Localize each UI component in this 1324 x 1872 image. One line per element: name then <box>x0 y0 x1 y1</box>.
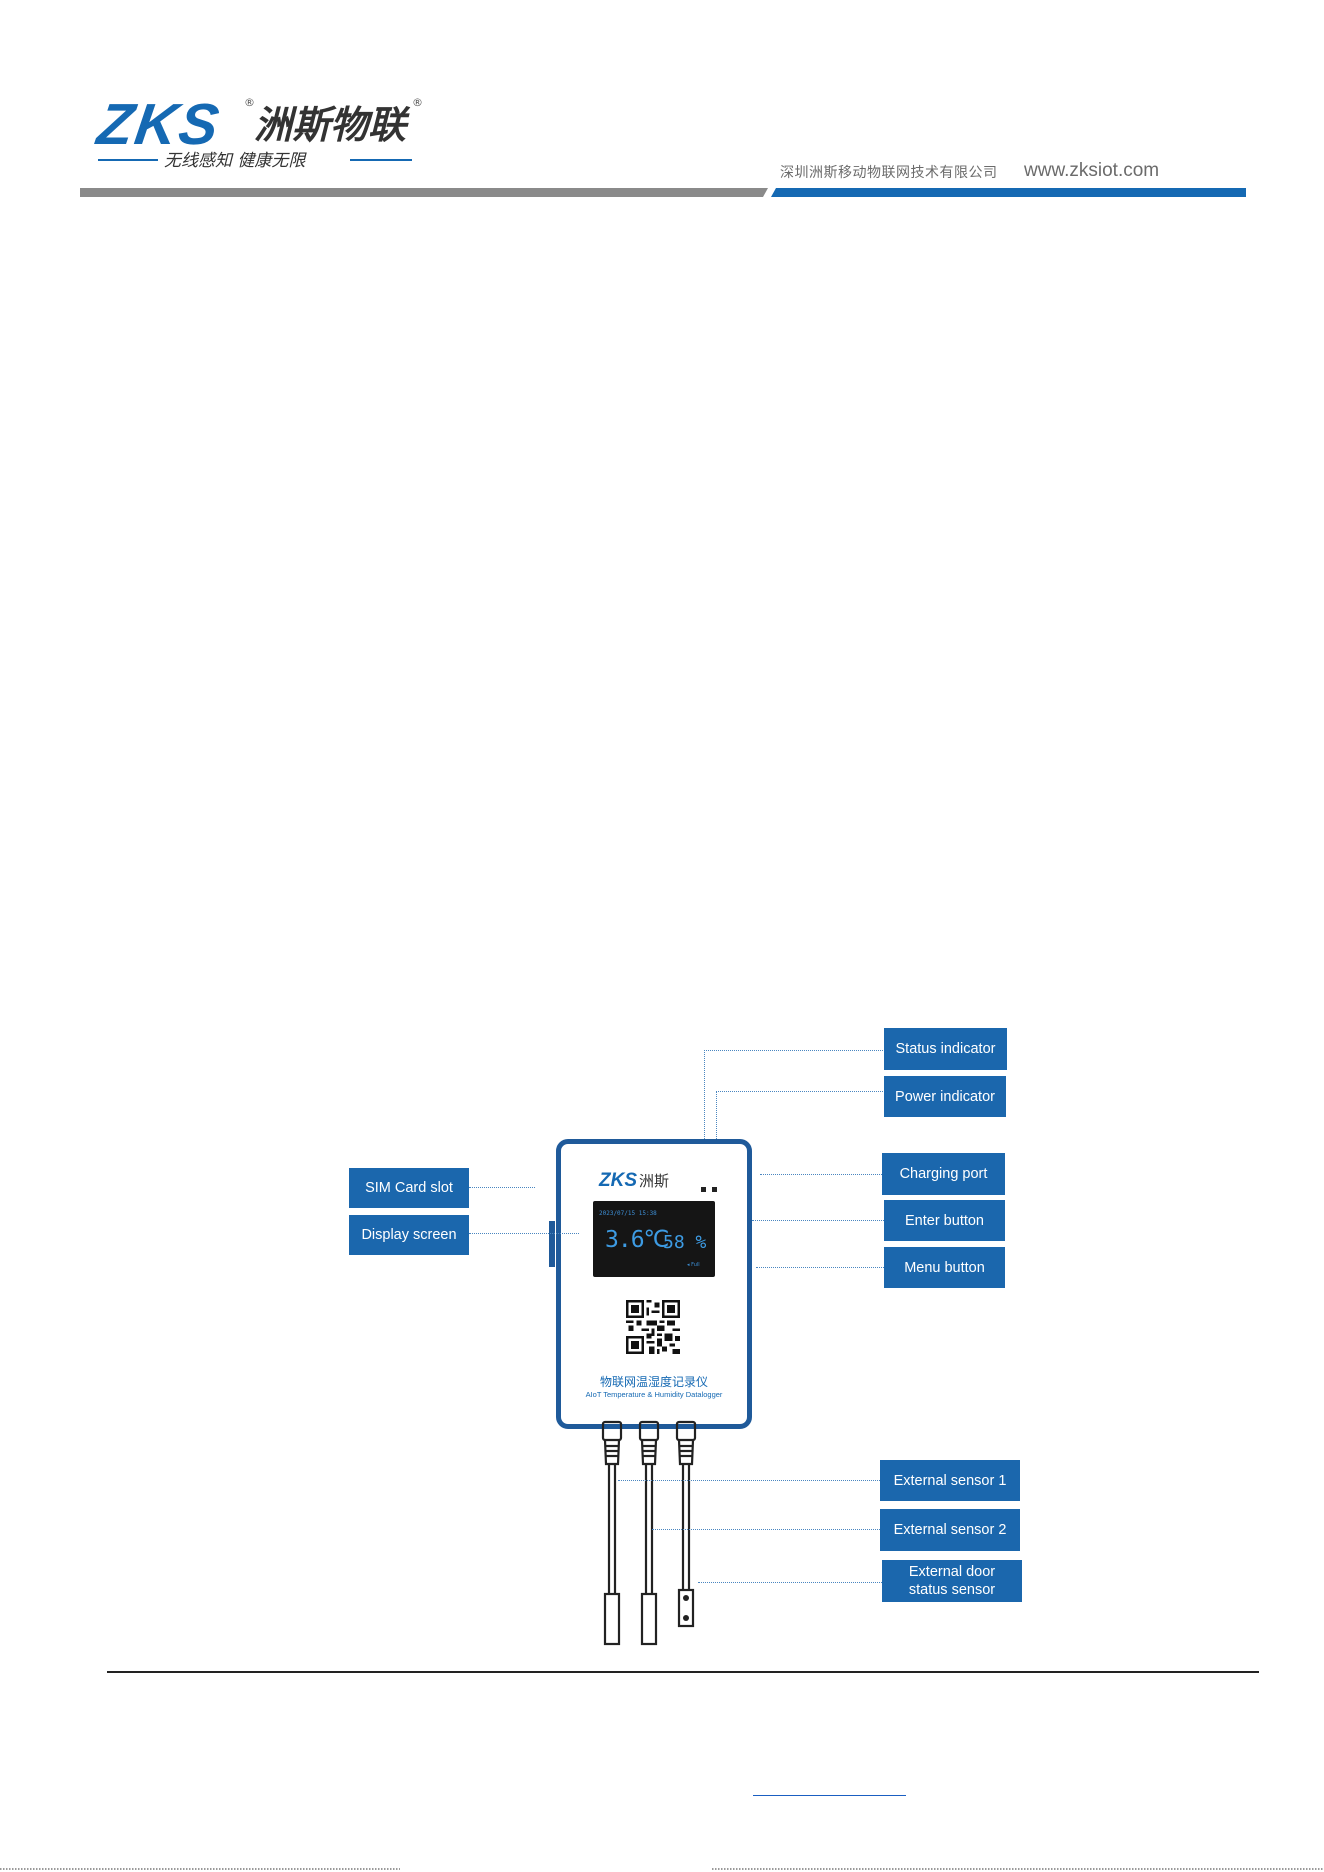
registered-mark-cn: ® <box>412 96 423 109</box>
label-enter-button: Enter button <box>884 1200 1005 1241</box>
label-sim-card-slot: SIM Card slot <box>349 1168 469 1208</box>
label-menu-button: Menu button <box>884 1247 1005 1288</box>
device-name-cn: 物联网温湿度记录仪 <box>599 1375 708 1389</box>
website-url: www.zksiot.com <box>1024 160 1160 181</box>
footer-link-underline[interactable] <box>753 1795 906 1796</box>
screen-temperature: 3.6℃ <box>605 1227 669 1253</box>
screen-humidity: 58 % <box>663 1232 707 1253</box>
power-led <box>712 1187 717 1192</box>
registered-mark: ® <box>244 96 255 109</box>
bottom-edge-right <box>712 1868 1324 1870</box>
device-logo-text: ZKS <box>599 1170 637 1191</box>
sim-card-slot-tab <box>549 1221 555 1267</box>
qr-code-icon <box>626 1300 680 1354</box>
label-status-indicator: Status indicator <box>884 1028 1007 1070</box>
screen-signal: ◂ Full <box>687 1262 700 1268</box>
slogan: 无线感知 健康无限 <box>164 151 306 171</box>
leader-charging-port <box>760 1174 882 1175</box>
sensor-cables <box>601 1420 697 1646</box>
device-logo-cn: 洲斯 <box>639 1173 670 1190</box>
logo-chinese-name: 洲斯物联 <box>254 102 407 147</box>
device-name-en: AIoT Temperature & Humidity Datalogger <box>585 1390 723 1399</box>
slogan-rule-right <box>350 159 412 161</box>
status-led <box>701 1187 706 1192</box>
label-external-door-sensor: External door status sensor <box>882 1560 1022 1602</box>
label-power-indicator: Power indicator <box>884 1076 1006 1117</box>
screen-datetime: 2023/07/15 15:38 <box>599 1210 657 1217</box>
header-divider-bar <box>80 188 1246 197</box>
label-charging-port: Charging port <box>882 1153 1005 1195</box>
label-external-sensor-2: External sensor 2 <box>880 1509 1020 1551</box>
label-door-line-2: status sensor <box>908 1582 996 1598</box>
footer-divider <box>107 1671 1259 1673</box>
leader-power-indicator <box>716 1091 885 1139</box>
indicator-leds <box>701 1177 723 1196</box>
company-name: 深圳洲斯移动物联网技术有限公司 <box>780 165 998 181</box>
leader-door-sensor <box>698 1582 882 1583</box>
leader-external-sensor-1 <box>618 1480 880 1481</box>
label-display-screen: Display screen <box>349 1215 469 1255</box>
label-door-line-1: External door <box>908 1564 996 1580</box>
leader-sim-card-slot <box>469 1187 535 1188</box>
bottom-edge-left <box>0 1868 400 1870</box>
leader-menu-button <box>756 1267 884 1268</box>
lcd-screen: 2023/07/15 15:38 3.6℃ 58 % ◂ Full <box>593 1201 715 1277</box>
leader-status-indicator <box>704 1050 885 1139</box>
leader-display-screen <box>469 1233 579 1234</box>
leader-enter-button <box>752 1220 884 1221</box>
slogan-rule-left <box>98 159 158 161</box>
label-external-sensor-1: External sensor 1 <box>880 1460 1020 1501</box>
leader-external-sensor-2 <box>652 1529 880 1530</box>
